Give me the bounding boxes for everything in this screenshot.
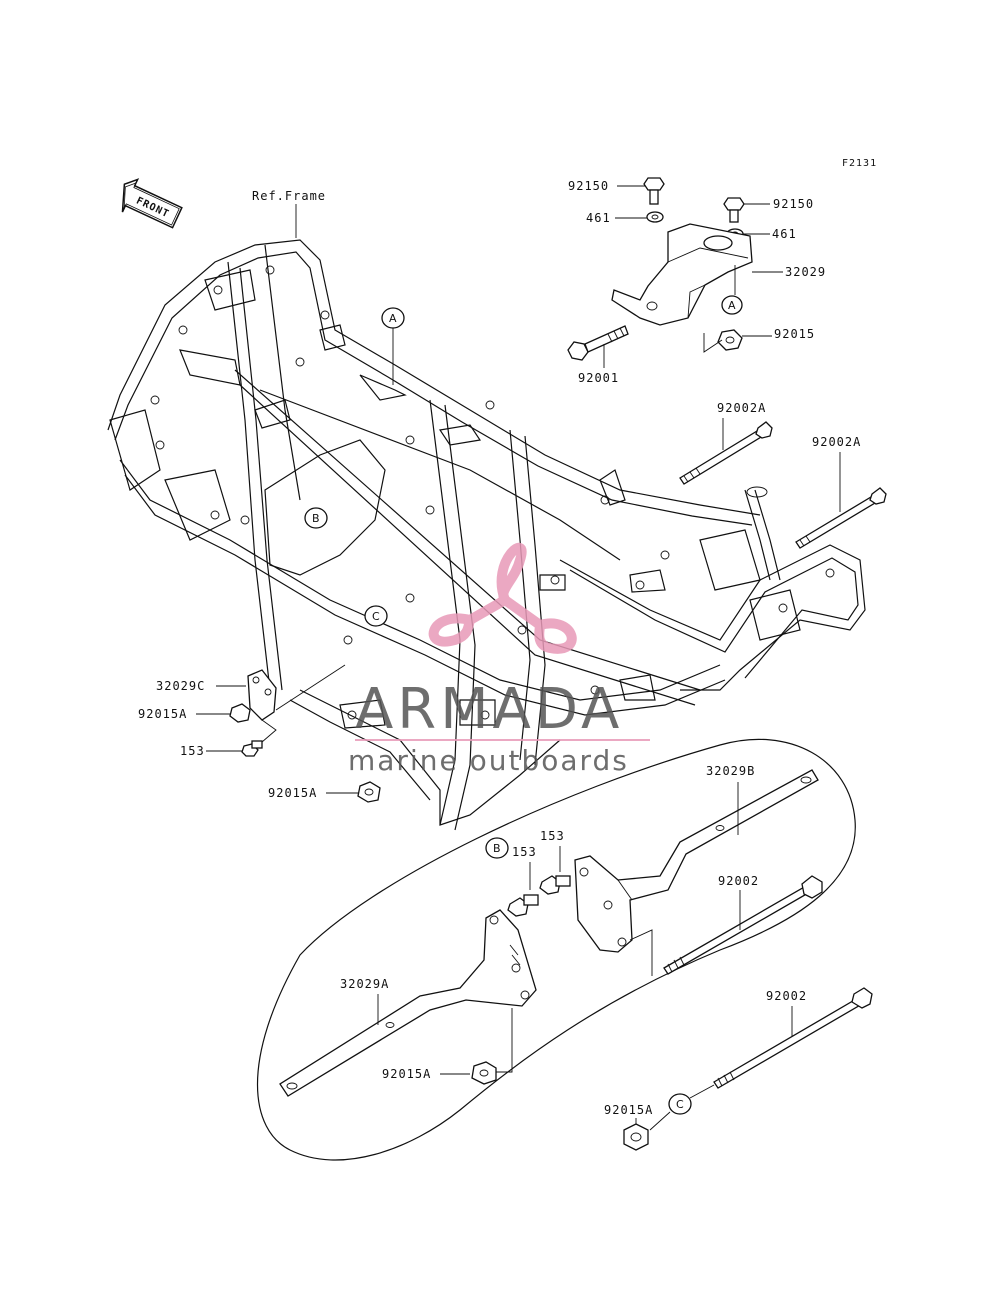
- label-92015a-left: 92015A: [138, 707, 187, 721]
- label-461-left: 461: [586, 211, 611, 225]
- label-92002a-upper: 92002A: [717, 401, 766, 415]
- label-92002-lower: 92002: [766, 989, 807, 1003]
- label-92150-left: 92150: [568, 179, 609, 193]
- bolt-92002a-upper: [679, 421, 773, 485]
- bolt-92002-lower: [713, 987, 873, 1089]
- callout-c-lower: C: [668, 1093, 692, 1115]
- svg-text:C: C: [372, 610, 380, 623]
- callout-b-detail: B: [485, 837, 509, 859]
- callout-a-frame: A: [381, 307, 405, 385]
- bolt-153-detail-b: [507, 894, 539, 917]
- bracket-32029a: [279, 909, 537, 1097]
- nut-92015: [717, 329, 743, 351]
- watermark: ARMADA marine outboards: [348, 542, 650, 777]
- nut-92015a-detail: [471, 1061, 497, 1085]
- svg-text:A: A: [728, 299, 736, 312]
- label-461-right: 461: [772, 227, 797, 241]
- label-92015a-frame: 92015A: [268, 786, 317, 800]
- nut-92015a-small: [229, 703, 251, 723]
- callout-b-frame: B: [304, 507, 328, 529]
- nut-92015a-lower: [623, 1123, 649, 1151]
- bolt-92002-detail: [663, 875, 823, 975]
- svg-text:B: B: [312, 512, 320, 525]
- label-32029a: 32029A: [340, 977, 389, 991]
- label-153-left: 153: [180, 744, 205, 758]
- label-153-detail-a: 153: [540, 829, 565, 843]
- watermark-brand: ARMADA: [355, 677, 623, 742]
- bolt-92150-right: [723, 197, 745, 223]
- label-32029: 32029: [785, 265, 826, 279]
- bracket-32029c: [247, 669, 277, 721]
- label-92002-detail: 92002: [718, 874, 759, 888]
- bolt-153-small: [241, 740, 263, 757]
- bracket-32029b: [574, 769, 819, 953]
- label-32029c: 32029C: [156, 679, 205, 693]
- washer-461-left: [646, 211, 664, 223]
- label-92001: 92001: [578, 371, 619, 385]
- bracket-32029-group: A: [567, 177, 753, 361]
- callout-c-frame: C: [364, 605, 388, 627]
- watermark-logo-icon: [428, 542, 577, 654]
- callout-a-bracket: [721, 295, 743, 315]
- label-32029b: 32029B: [706, 764, 755, 778]
- ref-frame-label: Ref.Frame: [252, 189, 326, 203]
- label-92015a-lower: 92015A: [604, 1103, 653, 1117]
- bolt-92150-left: [643, 177, 665, 205]
- label-92015: 92015: [774, 327, 815, 341]
- watermark-tagline: marine outboards: [348, 744, 629, 777]
- label-153-detail-b: 153: [512, 845, 537, 859]
- bolt-153-detail-a: [539, 875, 571, 895]
- figure-id: F2131: [842, 158, 877, 169]
- svg-text:A: A: [389, 312, 397, 325]
- label-92002a-lower: 92002A: [812, 435, 861, 449]
- detail-b-outline: [256, 738, 856, 1161]
- label-92015a-detail: 92015A: [382, 1067, 431, 1081]
- bolt-92001: [567, 325, 629, 361]
- bracket-32029c-group: [229, 664, 346, 757]
- label-92150-right: 92150: [773, 197, 814, 211]
- front-arrow: FRONT: [121, 178, 183, 229]
- bolt-92002a-lower: [795, 487, 887, 549]
- svg-text:B: B: [493, 842, 501, 855]
- svg-text:C: C: [676, 1098, 684, 1111]
- nut-92015a-frame: [357, 781, 381, 803]
